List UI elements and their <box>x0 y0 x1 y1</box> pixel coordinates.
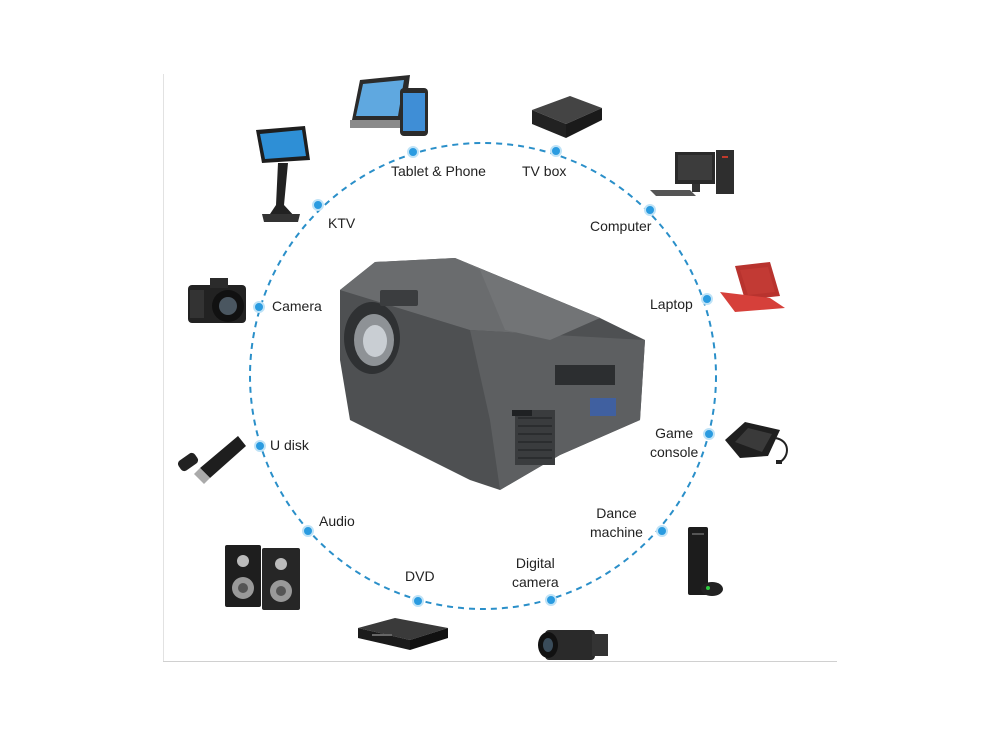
node-laptop <box>701 293 713 305</box>
projector-image <box>340 258 645 490</box>
label-computer: Computer <box>590 218 652 234</box>
left-border <box>163 74 164 662</box>
label-camera: Camera <box>272 298 322 314</box>
node-u-disk <box>254 440 266 452</box>
label-game-console: Game console <box>650 425 699 460</box>
node-audio <box>302 525 314 537</box>
camera-icon <box>188 278 246 323</box>
node-tv-box <box>550 145 562 157</box>
node-dance-machine <box>656 525 668 537</box>
node-ktv <box>312 199 324 211</box>
laptop-icon <box>720 262 785 312</box>
tablet-phone-icon <box>350 75 428 136</box>
label-digital-camera: Digital camera <box>512 555 559 590</box>
node-tablet-phone <box>407 146 419 158</box>
computer-icon <box>650 150 734 196</box>
bottom-border <box>163 661 837 662</box>
label-laptop: Laptop <box>650 296 693 312</box>
speakers-icon <box>225 545 300 610</box>
label-u-disk: U disk <box>270 437 309 453</box>
dvd-player-icon <box>358 618 448 650</box>
label-tablet-phone: Tablet & Phone <box>391 163 486 179</box>
label-tv-box: TV box <box>522 163 567 179</box>
node-game-console <box>703 428 715 440</box>
label-dance-machine: Dance machine <box>590 505 643 540</box>
digital-camera-icon <box>538 630 608 660</box>
tv-box-icon <box>532 96 602 138</box>
node-computer <box>644 204 656 216</box>
usb-drive-icon <box>177 436 246 484</box>
ktv-kiosk-icon <box>256 126 310 222</box>
game-console-icon <box>725 422 788 464</box>
label-audio: Audio <box>319 513 355 529</box>
node-digital-camera <box>545 594 557 606</box>
label-dvd: DVD <box>405 568 435 584</box>
node-dvd <box>412 595 424 607</box>
node-camera <box>253 301 265 313</box>
connection-circle <box>249 142 717 610</box>
label-ktv: KTV <box>328 215 356 231</box>
dance-machine-icon <box>688 527 723 596</box>
